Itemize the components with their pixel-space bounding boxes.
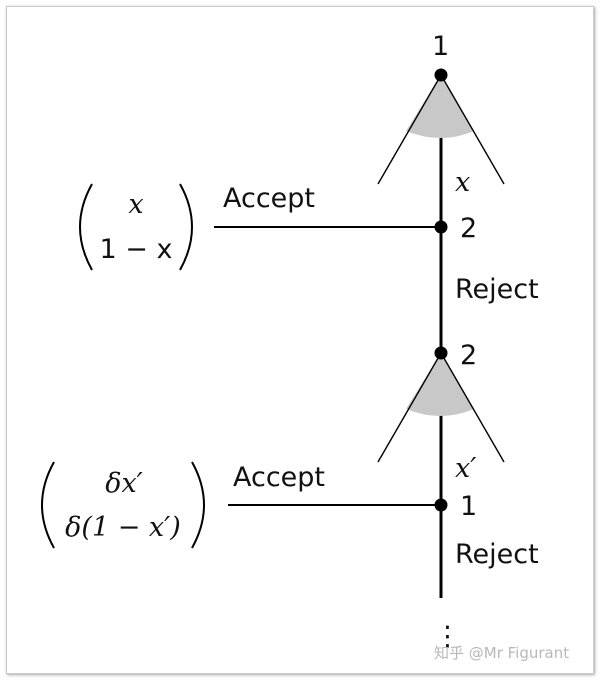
first-offer-label: x (455, 167, 470, 198)
figure-frame (6, 6, 594, 674)
payoff-1-right-paren (179, 183, 193, 271)
payoff-vector-2: δx′ δ(1 − x′) (41, 461, 205, 549)
payoff-2-bottom: δ(1 − x′) (65, 512, 181, 543)
continuation-ellipsis: ⋮ (434, 621, 461, 652)
counter-offer-wedge (406, 353, 474, 416)
accept-label-1: Accept (223, 183, 315, 214)
payoff-2-left-paren (41, 461, 55, 549)
top-offer-left-edge (377, 74, 442, 185)
payoff-2-top: δx′ (105, 468, 143, 499)
top-node-player-label: 1 (432, 31, 449, 62)
payoff-1-left-paren (79, 183, 93, 271)
counter-offer-right-edge (440, 352, 505, 463)
top-node (434, 68, 448, 82)
payoff-vector-1: x 1 − x (79, 183, 193, 271)
counter-offer-left-edge (377, 352, 442, 463)
responder-1-player-label: 2 (460, 213, 477, 244)
responder-node-2 (434, 498, 448, 512)
watermark-text: 知乎 @Mr Figurant (434, 644, 569, 662)
counter-node (434, 346, 448, 360)
reject-label-1: Reject (455, 274, 539, 305)
responder-2-player-label: 1 (460, 491, 477, 522)
payoff-1-top: x (128, 189, 143, 220)
responder-node-1 (434, 220, 448, 234)
top-offer-wedge (406, 75, 474, 138)
reject-label-2: Reject (455, 539, 539, 570)
second-offer-label: x′ (455, 453, 476, 484)
accept-label-2: Accept (233, 462, 325, 493)
top-offer-right-edge (440, 74, 505, 185)
payoff-2-right-paren (191, 461, 205, 549)
counter-node-player-label: 2 (460, 340, 477, 371)
payoff-1-bottom: 1 − x (100, 234, 173, 265)
